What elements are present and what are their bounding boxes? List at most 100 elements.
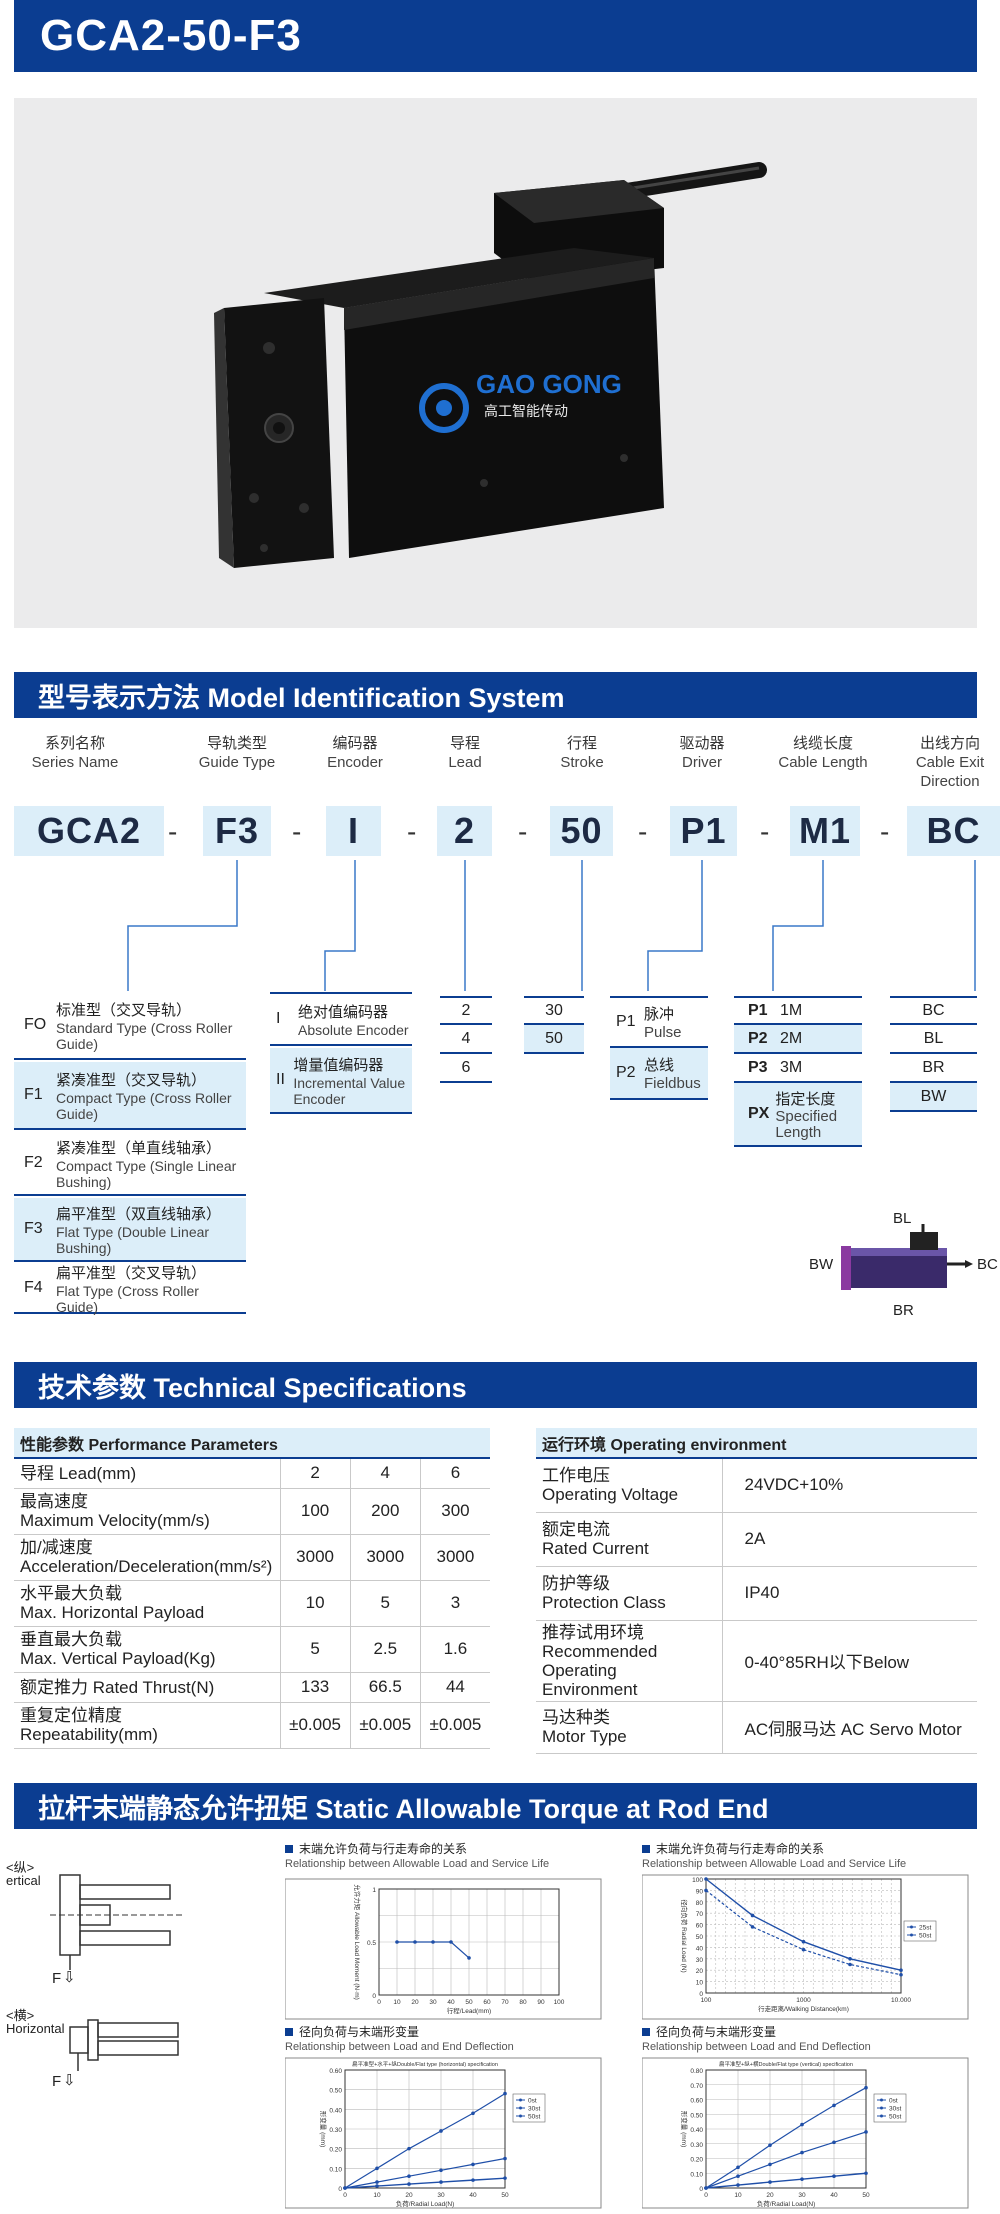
legend-label: 30st	[889, 2106, 901, 2113]
x-axis-label: 行程/Lead(mm)	[447, 2006, 491, 2015]
lead-option: 2	[440, 996, 492, 1025]
y-axis-label: 允许力矩 Allowable Load Moment (N·m)	[353, 1884, 362, 2000]
performance-value: 6	[419, 1458, 490, 1489]
brand-logo-subtext: 高工智能传动	[484, 403, 568, 419]
code-encoder: I	[326, 806, 381, 856]
x-tick-label: 90	[537, 1999, 545, 2006]
encoder-option-en: Absolute Encoder	[298, 1021, 409, 1038]
column-header-en: Cable Exit	[915, 754, 985, 771]
code-dash: -	[760, 816, 770, 847]
section-header-torque: 拉杆末端静态允许扭矩 Static Allowable Torque at Ro…	[14, 1783, 977, 1829]
lead-option-value: 6	[461, 1058, 471, 1076]
direction-option-value: BR	[922, 1058, 945, 1076]
x-axis-label: 负荷/Radial Load(N)	[396, 2199, 455, 2208]
environment-label-en: Rated Current	[542, 1539, 649, 1558]
data-point	[471, 2178, 475, 2182]
chart-inner-title: 扁平准型+纵+横Double/Flat type (vertical) spec…	[719, 2060, 853, 2068]
column-header-en: Cable Length	[778, 754, 868, 771]
guide-option-code: F1	[24, 1086, 43, 1103]
direction-option: BR	[890, 1054, 977, 1083]
data-point	[395, 1940, 399, 1944]
performance-label-en: Max. Horizontal Payload	[20, 1603, 205, 1622]
section-title-model: 型号表示方法 Model Identification System	[38, 682, 565, 713]
performance-value: 3000	[419, 1534, 490, 1581]
data-point	[750, 1913, 755, 1918]
chart-subtitle: Relationship between Load and End Deflec…	[285, 2041, 514, 2053]
cable-option-code: PX	[748, 1105, 770, 1122]
product-photo: GAO GONG 高工智能传动	[14, 98, 977, 628]
data-point	[768, 2143, 772, 2148]
y-tick-label: 0.40	[329, 2107, 342, 2114]
section-title-tech: 技术参数 Technical Specifications	[38, 1372, 467, 1403]
chart-deflection-1: 径向负荷与末端形变量 Relationship between Load and …	[284, 2025, 605, 2210]
legend-label: 50st	[919, 1933, 931, 1940]
brand-logo-text: GAO GONG	[476, 369, 622, 399]
data-point	[704, 2186, 708, 2190]
data-point	[864, 2130, 868, 2134]
chart-frame	[641, 2057, 969, 2209]
performance-label-cn: 重复定位精度	[20, 1706, 122, 1725]
data-point	[704, 1888, 708, 1893]
y-tick-label: 50	[696, 1934, 704, 1941]
y-tick-label: 0.50	[690, 2112, 703, 2119]
chart-title: 末端允许负荷与行走寿命的关系	[299, 1842, 468, 1856]
environment-label-en: Motor Type	[542, 1727, 627, 1746]
column-header-cn: 导程	[449, 735, 480, 752]
legend-marker	[910, 1933, 913, 1937]
performance-label-cn: 最高速度	[20, 1492, 88, 1511]
performance-value: 100	[279, 1488, 351, 1535]
code-lead: 2	[437, 806, 492, 856]
performance-label-cn: 加/减速度	[20, 1538, 93, 1557]
data-point	[449, 1940, 453, 1944]
y-axis-label: 形变量 (mm)	[319, 2111, 328, 2147]
y-tick-label: 0.70	[690, 2083, 703, 2090]
section-header-tech: 技术参数 Technical Specifications	[14, 1362, 977, 1408]
encoder-option-code: I	[276, 1010, 281, 1027]
performance-value: ±0.005	[419, 1702, 490, 1749]
performance-value: 2.5	[349, 1626, 421, 1673]
driver-option-cn: 脉冲	[644, 1006, 675, 1023]
data-point	[471, 2162, 475, 2167]
environment-label-en: Protection Class	[542, 1593, 666, 1612]
guide-option-cn: 紧凑准型（交叉导轨）	[56, 1071, 207, 1089]
y-axis-label: 形变量 (mm)	[680, 2111, 689, 2147]
x-tick-label: 50	[465, 1999, 473, 2006]
data-point	[471, 2111, 475, 2116]
guide-option-code: F4	[24, 1279, 43, 1296]
guide-option-code: F3	[24, 1220, 43, 1237]
code-cable-length: M1	[790, 806, 860, 856]
chart-subtitle: Relationship between Load and End Deflec…	[642, 2041, 871, 2053]
cable-direction-diagram: BL BW BC BR	[809, 1210, 1000, 1319]
x-tick-label: 10.000	[891, 1997, 911, 2004]
column-header-cn: 行程	[566, 735, 597, 752]
data-point	[864, 2171, 868, 2176]
column-header-cn: 驱动器	[679, 735, 725, 752]
column-header-en: Guide Type	[198, 754, 276, 771]
x-tick-label: 10	[373, 2192, 381, 2199]
cable-option-code: P2	[748, 1029, 768, 1047]
data-point	[832, 2174, 836, 2178]
performance-value: 200	[349, 1488, 421, 1535]
chart-title: 径向负荷与末端形变量	[299, 2025, 420, 2039]
column-header-cn: 编码器	[332, 735, 378, 752]
legend-marker	[519, 2098, 522, 2102]
guide-option-cn: 扁平准型（交叉导轨）	[56, 1264, 207, 1282]
data-point	[801, 1939, 806, 1944]
y-tick-label: 0	[699, 2186, 703, 2193]
